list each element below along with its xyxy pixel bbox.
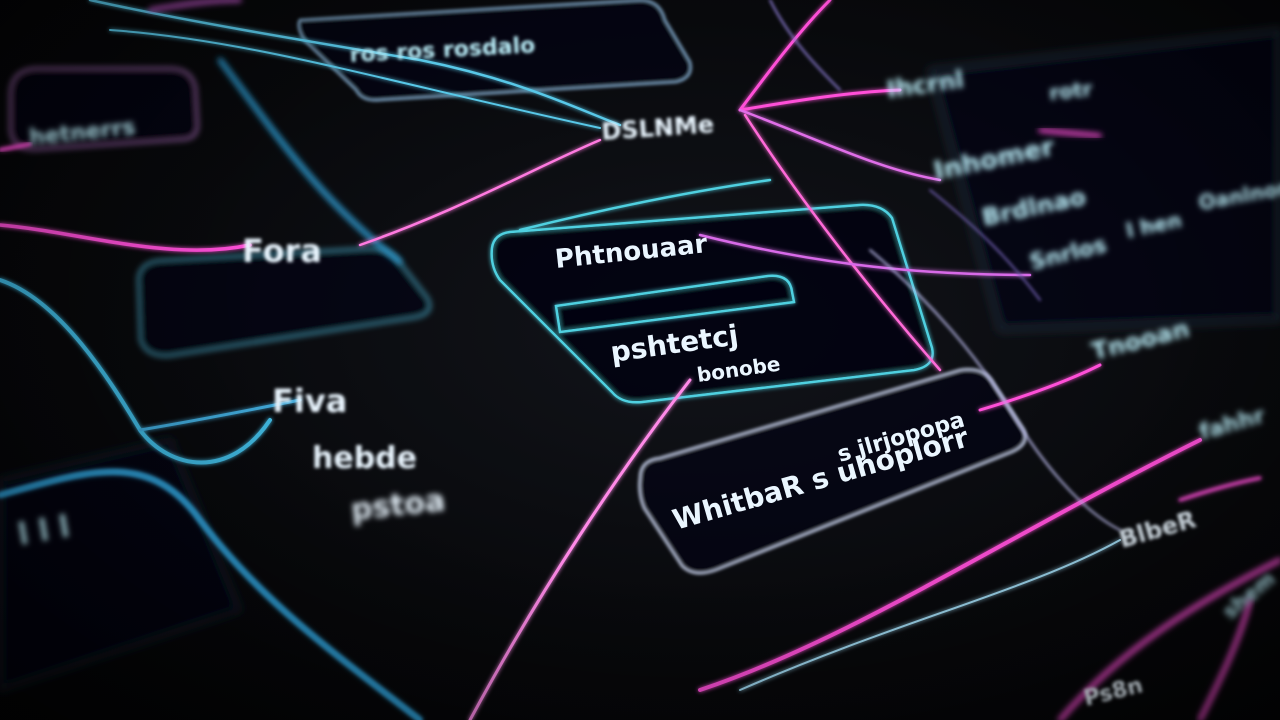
node-left-stack-1: Fiva [272,382,347,420]
node-right-6: fahhr [1197,403,1268,445]
box-bottom-left [0,438,242,692]
node-hub-top: DSLNMe [600,110,714,146]
edge-mag-1 [0,223,252,252]
node-bottom-hub: BlbeR [1116,505,1199,554]
node-far-right-1: rotr [1048,77,1093,105]
edge-mag-7 [468,378,692,720]
edge-mag-12 [1198,598,1252,720]
edge-cyan-7 [739,539,1121,691]
box-right-panel [928,28,1280,332]
edge-mag-4 [738,88,902,112]
edge-mag-5 [738,108,942,182]
node-left-stack-3: pstoa [349,483,447,528]
node-bottom-edge: Ps8n [1081,673,1145,712]
node-left-mid: Fora [242,232,322,270]
edge-mag-9 [978,363,1102,412]
edge-mag-3 [738,0,832,112]
node-left-stack-2: hebde [312,441,417,476]
edge-mag-14 [148,0,242,12]
edge-light-2 [769,0,841,91]
edge-mag-16 [1178,476,1262,502]
